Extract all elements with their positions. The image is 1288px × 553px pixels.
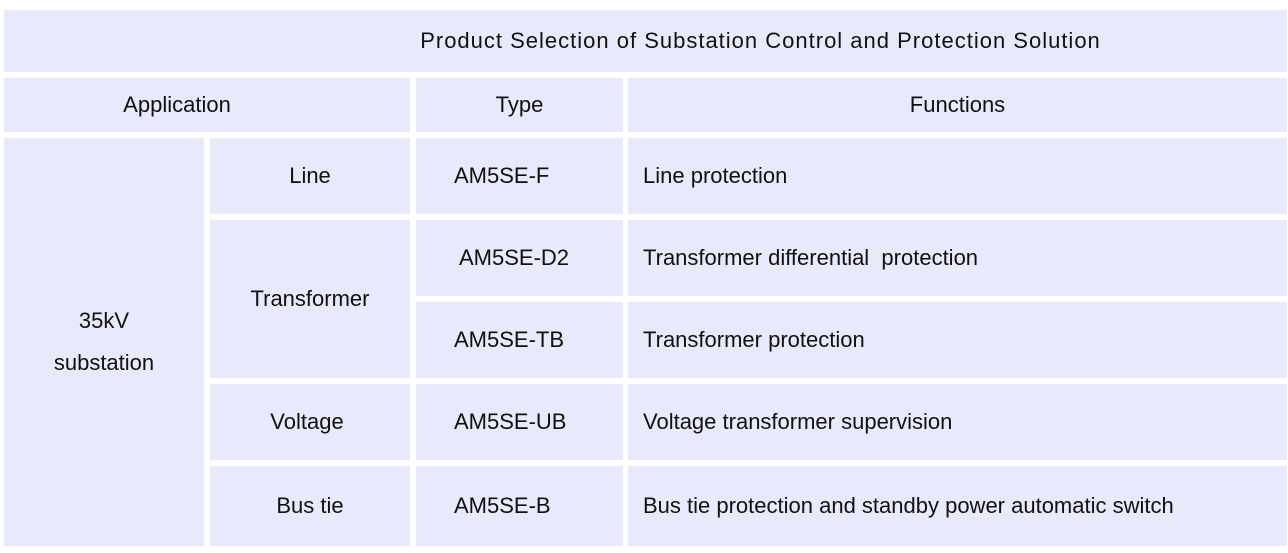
function-cell: Voltage transformer supervision xyxy=(628,384,1287,460)
type-cell: AM5SE-D2 xyxy=(416,220,623,296)
header-type-label: Type xyxy=(495,91,544,117)
header-type: Type xyxy=(416,78,623,132)
category-bus-tie: Bus tie xyxy=(210,466,410,546)
function-label: Transformer differential protection xyxy=(643,244,979,270)
type-label: AM5SE-TB xyxy=(454,326,565,352)
category-line-label: Line xyxy=(289,162,331,188)
table-title-text: Product Selection of Substation Control … xyxy=(420,27,1101,53)
type-cell: AM5SE-F xyxy=(416,138,623,214)
type-label: AM5SE-B xyxy=(454,492,551,518)
function-cell: Bus tie protection and standby power aut… xyxy=(628,466,1287,546)
function-label: Voltage transformer supervision xyxy=(643,408,953,434)
function-cell: Transformer protection xyxy=(628,302,1287,378)
header-functions-label: Functions xyxy=(909,91,1006,117)
type-cell: AM5SE-UB xyxy=(416,384,623,460)
category-transformer-label: Transformer xyxy=(250,285,370,311)
table-title: Product Selection of Substation Control … xyxy=(4,10,1287,72)
header-application-label: Application xyxy=(123,91,231,117)
function-cell: Transformer differential protection xyxy=(628,220,1287,296)
type-label: AM5SE-D2 xyxy=(459,244,570,270)
group-label-line1: 35kV xyxy=(78,308,130,333)
type-label: AM5SE-UB xyxy=(454,408,567,434)
type-cell: AM5SE-TB xyxy=(416,302,623,378)
category-voltage-label: Voltage xyxy=(270,408,344,434)
function-cell: Line protection xyxy=(628,138,1287,214)
category-line: Line xyxy=(210,138,410,214)
header-application: Application xyxy=(4,78,410,132)
type-cell: AM5SE-B xyxy=(416,466,623,546)
category-transformer: Transformer xyxy=(210,220,410,378)
type-label: AM5SE-F xyxy=(454,162,550,188)
category-voltage: Voltage xyxy=(210,384,410,460)
category-bus-tie-label: Bus tie xyxy=(276,492,344,518)
header-functions: Functions xyxy=(628,78,1287,132)
group-35kv-substation: 35kV substation xyxy=(4,138,204,546)
function-label: Line protection xyxy=(643,162,788,188)
group-label-line2: substation xyxy=(53,350,155,375)
function-label: Bus tie protection and standby power aut… xyxy=(643,492,1174,518)
function-label: Transformer protection xyxy=(643,326,865,352)
